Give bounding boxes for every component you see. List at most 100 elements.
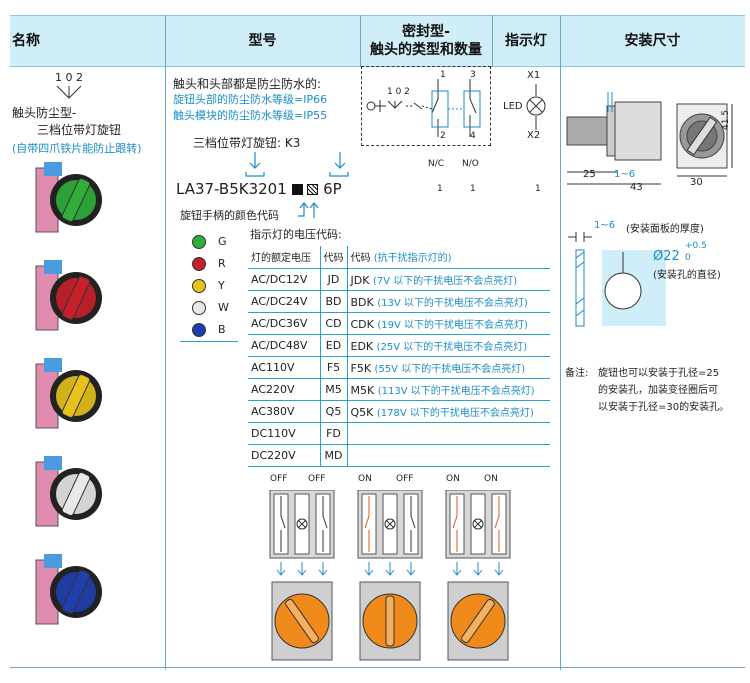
vt-code: JD — [320, 268, 348, 291]
vt-antiglare-code: M5K — [350, 383, 375, 397]
color-code: W — [218, 301, 229, 314]
color-list-rule — [180, 341, 238, 342]
vt-antiglare-code: JDK — [350, 273, 370, 287]
vt-antiglare-note: (13V 以下的干扰电压不会点亮灯) — [377, 297, 528, 309]
contact-symbol-digits: 1 0 2 — [387, 87, 410, 97]
product-photos — [35, 162, 102, 625]
col-divider — [560, 15, 561, 670]
header-name: 名称 — [12, 33, 40, 49]
model-code-prefix: LA37-B5K3201 — [176, 180, 287, 198]
voltage-placeholder-icon — [307, 184, 319, 195]
vt-antiglare: JDK (7V 以下的干扰电压不会点亮灯) — [347, 268, 550, 291]
ip-module: 触头模块的防尘防水等级=IP55 — [173, 109, 328, 122]
vt-antiglare-note: (113V 以下的干扰电压不会点亮灯) — [377, 385, 535, 397]
color-code: B — [218, 323, 226, 336]
contact-schematic — [361, 66, 491, 146]
terminal-3: 3 — [470, 70, 476, 80]
terminal-2: 2 — [440, 131, 446, 141]
vt-code: MD — [320, 444, 348, 467]
vt-antiglare — [347, 422, 550, 445]
nc-label: N/C — [428, 159, 445, 169]
vt-antiglare-code: F5K — [350, 361, 372, 375]
color-code: R — [218, 257, 226, 270]
color-swatch-icon — [192, 323, 206, 337]
color-code-label: 旋钮手柄的颜色代码 — [180, 209, 279, 222]
selector-symbol-icon — [56, 85, 82, 99]
indicator-x2: X2 — [527, 130, 541, 141]
dim-43: 43 — [630, 182, 643, 193]
dim-1to6: 1~6 — [614, 169, 636, 180]
contact-schematic-icon — [366, 79, 481, 137]
vt-code: BD — [320, 290, 348, 313]
hole-tolerance-plus: +0.5 — [685, 241, 707, 251]
indicator-count: 1 — [535, 184, 541, 194]
col-divider — [492, 15, 493, 67]
panel-hole-drawing — [568, 232, 666, 327]
vt-antiglare-code: CDK — [350, 317, 374, 331]
col-divider — [360, 15, 361, 67]
dim-25: 25 — [583, 169, 596, 180]
dim-height: 41.5 — [721, 109, 731, 130]
vt-voltage: DC110V — [248, 422, 321, 445]
color-code: Y — [218, 279, 225, 292]
vt-antiglare-note: (55V 以下的干扰电压不会点亮灯) — [374, 363, 526, 375]
type-label: 三档位带灯旋钮: K3 — [193, 136, 301, 150]
vt-code: FD — [320, 422, 348, 445]
vt-voltage: AC/DC24V — [248, 290, 321, 313]
vt-antiglare: M5K (113V 以下的干扰电压不会点亮灯) — [347, 378, 550, 401]
vt-header-code2: 代码 (抗干扰指示灯的) — [347, 246, 550, 269]
dust-note: 触头和头部都是防尘防水的: — [173, 77, 322, 91]
nc-count: 1 — [437, 184, 443, 194]
vt-antiglare: EDK (25V 以下的干扰电压不会点亮灯) — [347, 334, 550, 357]
product-photo — [35, 260, 102, 331]
header-mount: 安装尺寸 — [624, 33, 681, 49]
header-sealed: 密封型- 触头的类型和数量 — [360, 16, 492, 66]
vt-voltage: AC/DC36V — [248, 312, 321, 335]
remark-line3: 以安装于孔径=30的安装孔。 — [598, 402, 730, 413]
product-photo — [35, 554, 102, 625]
selector-symbol-digits: 1 0 2 — [55, 71, 83, 84]
vt-code: Q5 — [320, 400, 348, 423]
state-right-label: ON — [484, 474, 498, 484]
remark-line2: 的安装孔，加装变径圈后可 — [598, 385, 718, 396]
state-right-label: OFF — [308, 474, 326, 484]
indicator-x1: X1 — [527, 70, 541, 81]
vt-code: CD — [320, 312, 348, 335]
vt-voltage: AC380V — [248, 400, 321, 423]
code-arrows-icon — [245, 152, 349, 177]
state-right-label: OFF — [396, 474, 414, 484]
table-header: 名称 型号 密封型- 触头的类型和数量 指示灯 安装尺寸 — [10, 15, 745, 67]
panel-thickness-label: (安装面板的厚度) — [626, 224, 704, 235]
color-placeholder-icon — [291, 184, 303, 195]
header-sealed-line1: 密封型- — [402, 24, 450, 40]
vt-voltage: AC220V — [248, 378, 321, 401]
vt-antiglare: CDK (19V 以下的干扰电压不会点亮灯) — [347, 312, 550, 335]
mount-dimension-drawing — [566, 92, 733, 185]
vt-antiglare-note: (19V 以下的干扰电压不会点亮灯) — [377, 319, 528, 331]
color-swatch-icon — [192, 235, 206, 249]
led-lamp-icon — [526, 84, 546, 130]
vt-voltage: AC110V — [248, 356, 321, 379]
vt-code: ED — [320, 334, 348, 357]
vt-voltage: DC220V — [248, 444, 321, 467]
state-left-label: OFF — [270, 474, 288, 484]
product-photo — [35, 358, 102, 429]
model-code: LA37-B5K3201 6P — [176, 180, 342, 198]
terminal-1: 1 — [440, 70, 446, 80]
header-sealed-line2: 触头的类型和数量 — [370, 42, 482, 58]
voltage-code-label: 指示灯的电压代码: — [250, 228, 342, 241]
header-indicator: 指示灯 — [505, 33, 547, 49]
color-swatch-icon — [192, 301, 206, 315]
panel-thickness: 1~6 — [594, 220, 616, 231]
vt-code: F5 — [320, 356, 348, 379]
color-swatch-icon — [192, 279, 206, 293]
vt-voltage: AC/DC48V — [248, 334, 321, 357]
indicator-led: LED — [503, 101, 523, 112]
